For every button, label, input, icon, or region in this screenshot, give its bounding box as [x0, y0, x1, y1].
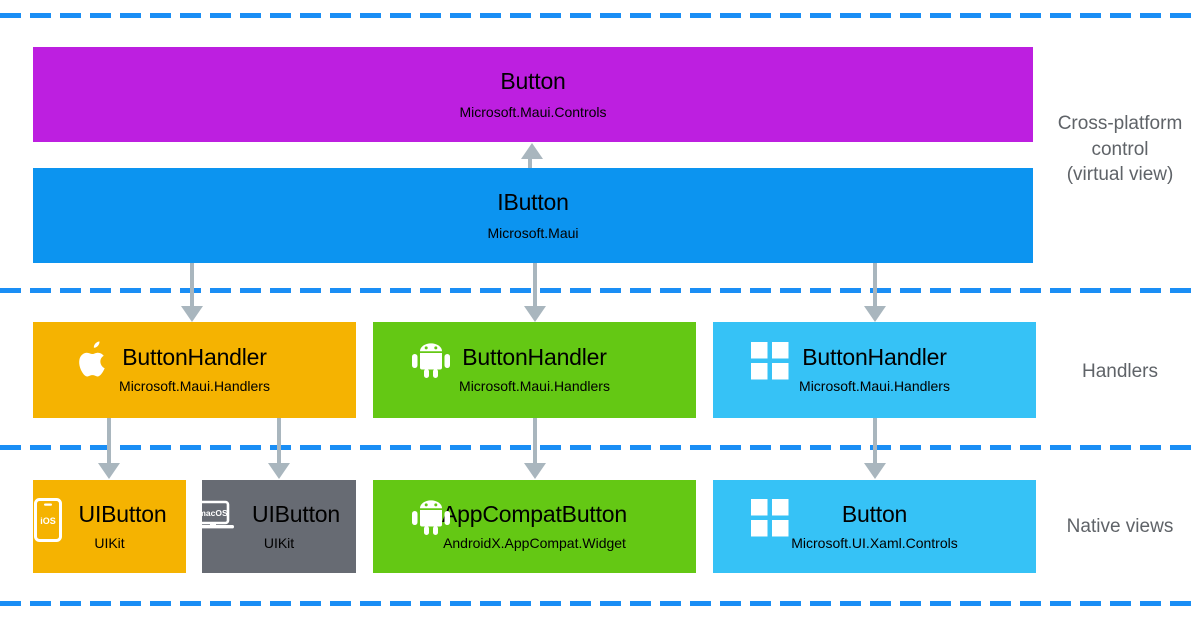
- box-subtitle: AndroidX.AppCompat.Widget: [443, 534, 626, 551]
- band-label-native-views: Native views: [1066, 516, 1174, 537]
- box-title-row: IButton: [33, 188, 1033, 215]
- arrow-ibutton-to-handler-windows-shaft: [873, 263, 877, 307]
- box-title-row: AppCompatButton: [373, 500, 696, 535]
- arrow-handler-ios-to-native-macos-head: [268, 463, 290, 479]
- box-ibutton-interface[interactable]: IButton Microsoft.Maui: [33, 168, 1033, 263]
- band-divider-top: [0, 13, 1200, 18]
- box-subtitle: Microsoft.Maui.Handlers: [459, 378, 610, 395]
- box-title: ButtonHandler: [122, 344, 267, 371]
- box-handler-ios[interactable]: ButtonHandler Microsoft.Maui.Handlers: [33, 322, 356, 418]
- arrow-ibutton-to-handler-ios-head: [181, 306, 203, 322]
- box-title: Button: [841, 500, 908, 527]
- arrow-handler-windows-to-native-windows-shaft: [873, 418, 877, 464]
- box-subtitle: Microsoft.Maui.Handlers: [799, 378, 950, 395]
- android-icon: [411, 499, 451, 535]
- ios-phone-icon: iOS: [34, 497, 62, 542]
- arrow-handler-ios-to-native-ios-head: [98, 463, 120, 479]
- arrow-handler-android-to-native-android-shaft: [533, 418, 537, 464]
- band-divider-bottom: [0, 601, 1200, 606]
- box-title: ButtonHandler: [462, 344, 607, 371]
- arrow-ibutton-to-handler-windows-head: [864, 306, 886, 322]
- arrow-handler-ios-to-native-ios-shaft: [107, 418, 111, 464]
- box-title-row: Button: [33, 67, 1033, 94]
- android-icon: [411, 342, 451, 379]
- windows-icon: [751, 498, 789, 537]
- box-title-row: iOS UIButton: [33, 497, 186, 542]
- box-title-row: ButtonHandler: [33, 341, 356, 377]
- box-title: Button: [500, 67, 566, 94]
- box-title: AppCompatButton: [442, 500, 627, 527]
- band-divider-control-handlers: [0, 288, 1200, 293]
- box-title-row: ButtonHandler: [373, 343, 696, 379]
- apple-icon: [78, 341, 110, 379]
- ios-icon-label: iOS: [40, 516, 56, 526]
- arrow-handler-ios-to-native-macos-shaft: [277, 418, 281, 464]
- box-handler-android[interactable]: ButtonHandler Microsoft.Maui.Handlers: [373, 322, 696, 418]
- arrow-ibutton-to-handler-android-head: [524, 306, 546, 322]
- box-subtitle: Microsoft.Maui: [487, 224, 579, 241]
- box-title-row: macOS UIButton: [202, 500, 356, 529]
- box-title: UIButton: [252, 500, 340, 527]
- box-subtitle: UIKit: [94, 534, 125, 551]
- arrow-ibutton-to-handler-android-shaft: [533, 263, 537, 307]
- arrow-handler-android-to-native-android-head: [524, 463, 546, 479]
- arrow-ibutton-to-button-shaft: [528, 158, 532, 170]
- arrow-ibutton-to-handler-ios-shaft: [190, 263, 194, 307]
- box-native-ios[interactable]: iOS UIButton UIKit: [33, 480, 186, 573]
- band-label-cross-platform-control: Cross-platform control (virtual view): [1057, 113, 1183, 186]
- box-title: IButton: [497, 188, 569, 215]
- macos-icon-label: macOS: [202, 508, 228, 518]
- band-label-handlers: Handlers: [1081, 361, 1159, 382]
- macos-laptop-icon: macOS: [202, 499, 235, 533]
- box-title-row: Button: [713, 498, 1036, 537]
- box-subtitle: Microsoft.Maui.Handlers: [119, 378, 270, 395]
- box-subtitle: UIKit: [263, 534, 295, 551]
- box-handler-windows[interactable]: ButtonHandler Microsoft.Maui.Handlers: [713, 322, 1036, 418]
- box-subtitle: Microsoft.UI.Xaml.Controls: [791, 534, 958, 551]
- box-native-android[interactable]: AppCompatButton AndroidX.AppCompat.Widge…: [373, 480, 696, 573]
- arrow-handler-windows-to-native-windows-head: [864, 463, 886, 479]
- band-divider-handlers-native: [0, 445, 1200, 450]
- box-native-macos[interactable]: macOS UIButton UIKit: [202, 480, 356, 573]
- arrow-ibutton-to-button-head: [521, 143, 543, 159]
- box-title: ButtonHandler: [802, 344, 947, 371]
- box-subtitle: Microsoft.Maui.Controls: [459, 103, 607, 120]
- box-title-row: ButtonHandler: [713, 342, 1036, 380]
- windows-icon: [751, 342, 789, 380]
- box-title: UIButton: [78, 500, 167, 527]
- box-native-windows[interactable]: Button Microsoft.UI.Xaml.Controls: [713, 480, 1036, 573]
- box-button-control[interactable]: Button Microsoft.Maui.Controls: [33, 47, 1033, 142]
